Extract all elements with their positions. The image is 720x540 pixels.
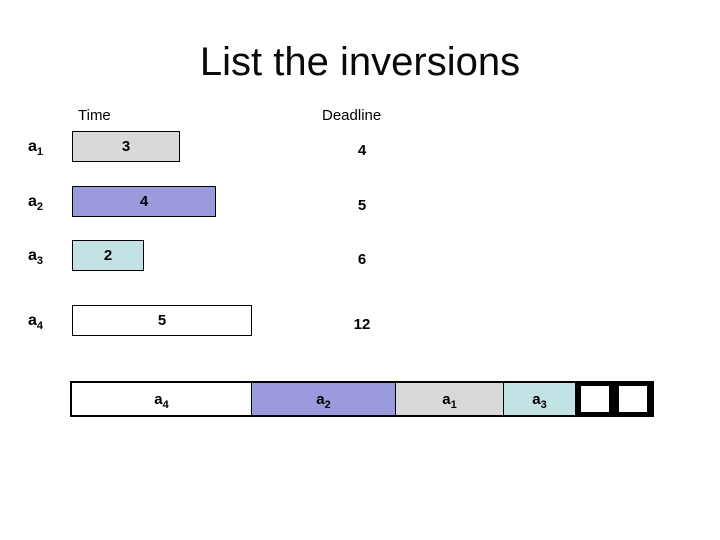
task-label-a2: a2 xyxy=(28,193,44,213)
schedule-empty-slot xyxy=(576,381,614,417)
time-value: 5 xyxy=(157,312,167,329)
time-value: 4 xyxy=(139,193,149,210)
deadline-column-header: Deadline xyxy=(322,107,382,124)
schedule-segment-a3: a3 xyxy=(504,383,576,415)
deadline-value-a2: 5 xyxy=(357,197,367,214)
deadline-value-a1: 4 xyxy=(357,142,367,159)
task-label-a3: a3 xyxy=(28,247,44,267)
time-bar-a3: 2 xyxy=(72,240,144,271)
schedule-segment-a4: a4 xyxy=(72,383,252,415)
schedule-segment-a2: a2 xyxy=(252,383,396,415)
time-bar-a2: 4 xyxy=(72,186,216,217)
time-column-header: Time xyxy=(78,107,111,124)
deadline-value-a4: 12 xyxy=(353,316,371,333)
time-value: 3 xyxy=(121,138,131,155)
time-value: 2 xyxy=(103,247,113,264)
schedule-empty-slot xyxy=(614,381,652,417)
task-label-a1: a1 xyxy=(28,138,44,158)
time-bar-a4: 5 xyxy=(72,305,252,336)
schedule-segment-a1: a1 xyxy=(396,383,504,415)
page-title: List the inversions xyxy=(199,40,521,84)
task-label-a4: a4 xyxy=(28,312,44,332)
deadline-value-a3: 6 xyxy=(357,251,367,268)
time-bar-a1: 3 xyxy=(72,131,180,162)
